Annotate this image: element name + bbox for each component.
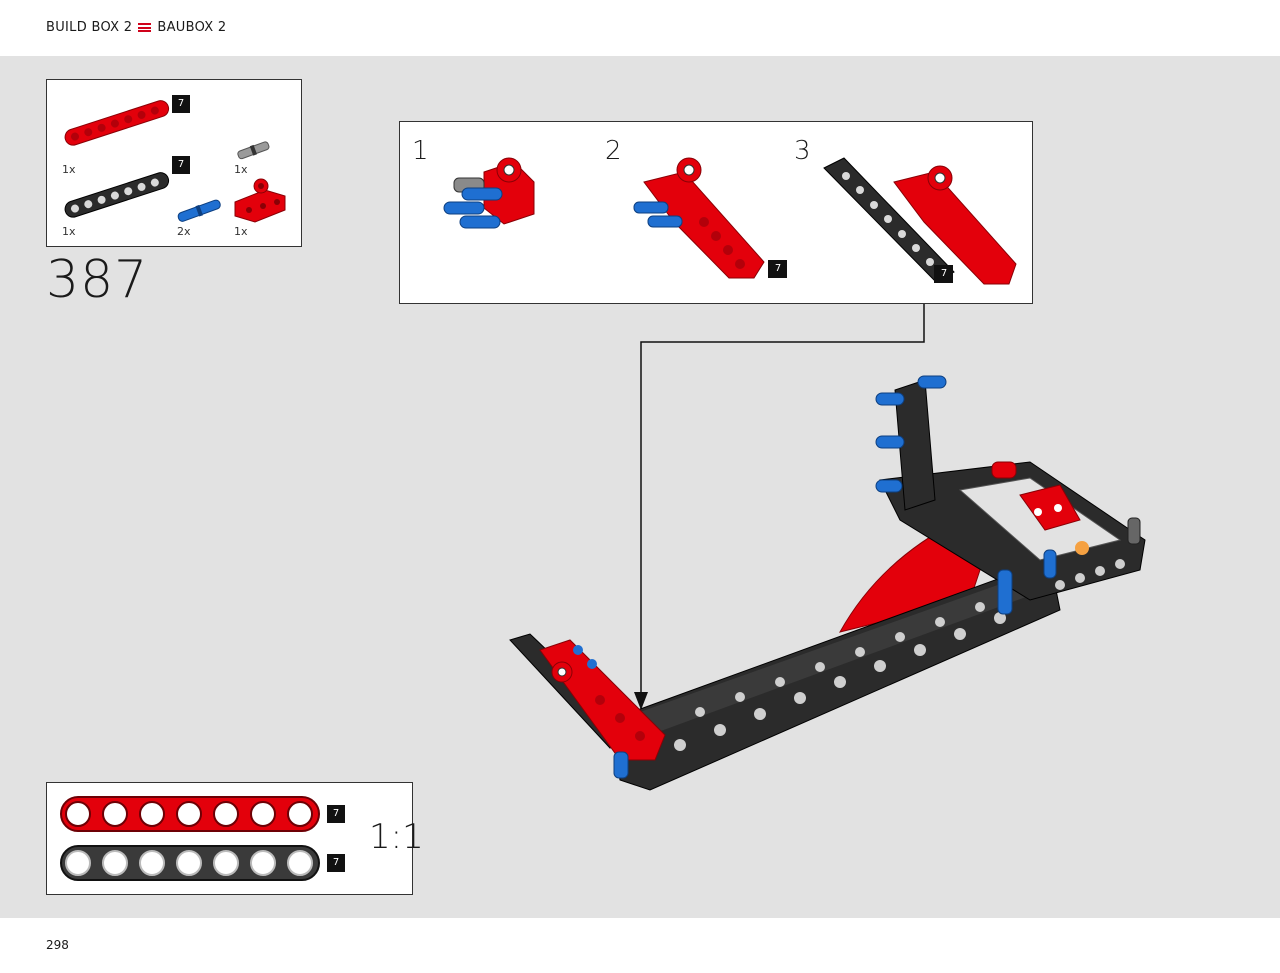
grey-pin-part (237, 141, 270, 160)
scale-black-beam (60, 845, 320, 881)
qty-red-connector: 1x (234, 225, 248, 238)
title-german: BAUBOX 2 (157, 20, 227, 35)
vertical-post-beam (894, 379, 936, 511)
red-beam-part (64, 100, 170, 146)
scale-guide-box: 7 7 1:1 (46, 782, 424, 895)
scale-red-beam (60, 796, 320, 832)
qty-blue-pin: 2x (177, 225, 191, 238)
title-english: BUILD BOX 2 (46, 20, 133, 35)
page-footer: 298 (0, 918, 1280, 973)
sub-step-2-label: 2 (605, 136, 622, 166)
page-header: BUILD BOX 2 BAUBOX 2 (0, 0, 1280, 56)
qty-red-beam: 1x (62, 163, 76, 176)
scale-guide-art (60, 796, 320, 881)
step-number: 387 (46, 250, 149, 310)
scale-label: 1:1 (369, 817, 424, 857)
page-number: 298 (46, 938, 69, 952)
sub-assembly-art (443, 157, 1017, 285)
length-tag-red: 7 (172, 95, 190, 113)
parts-list-art (64, 100, 286, 223)
sub-step-1-art (443, 157, 535, 229)
menu-lines-icon (138, 23, 152, 32)
sub-step-1-label: 1 (412, 136, 429, 166)
scale-black-tag: 7 (327, 854, 345, 872)
blue-pin-part (177, 199, 221, 222)
qty-black-beam: 1x (62, 225, 76, 238)
length-tag-black: 7 (172, 156, 190, 174)
sub-step-2-art (633, 157, 765, 279)
sub-step-3-art (823, 157, 1017, 285)
sub-step-3-label: 3 (794, 136, 811, 166)
scale-red-tag: 7 (327, 805, 345, 823)
red-connector-part (234, 178, 286, 223)
sub-step-3-length-tag: 7 (935, 265, 953, 283)
black-beam-part (64, 172, 170, 218)
parts-list-box: 7 7 1x 1x 1x 2x 1x (46, 79, 302, 247)
header-title: BUILD BOX 2 BAUBOX 2 (46, 20, 227, 35)
sub-step-2-length-tag: 7 (769, 260, 787, 278)
qty-grey-pin: 1x (234, 163, 248, 176)
sub-assembly-callout: 1 2 3 7 7 (399, 121, 1033, 304)
